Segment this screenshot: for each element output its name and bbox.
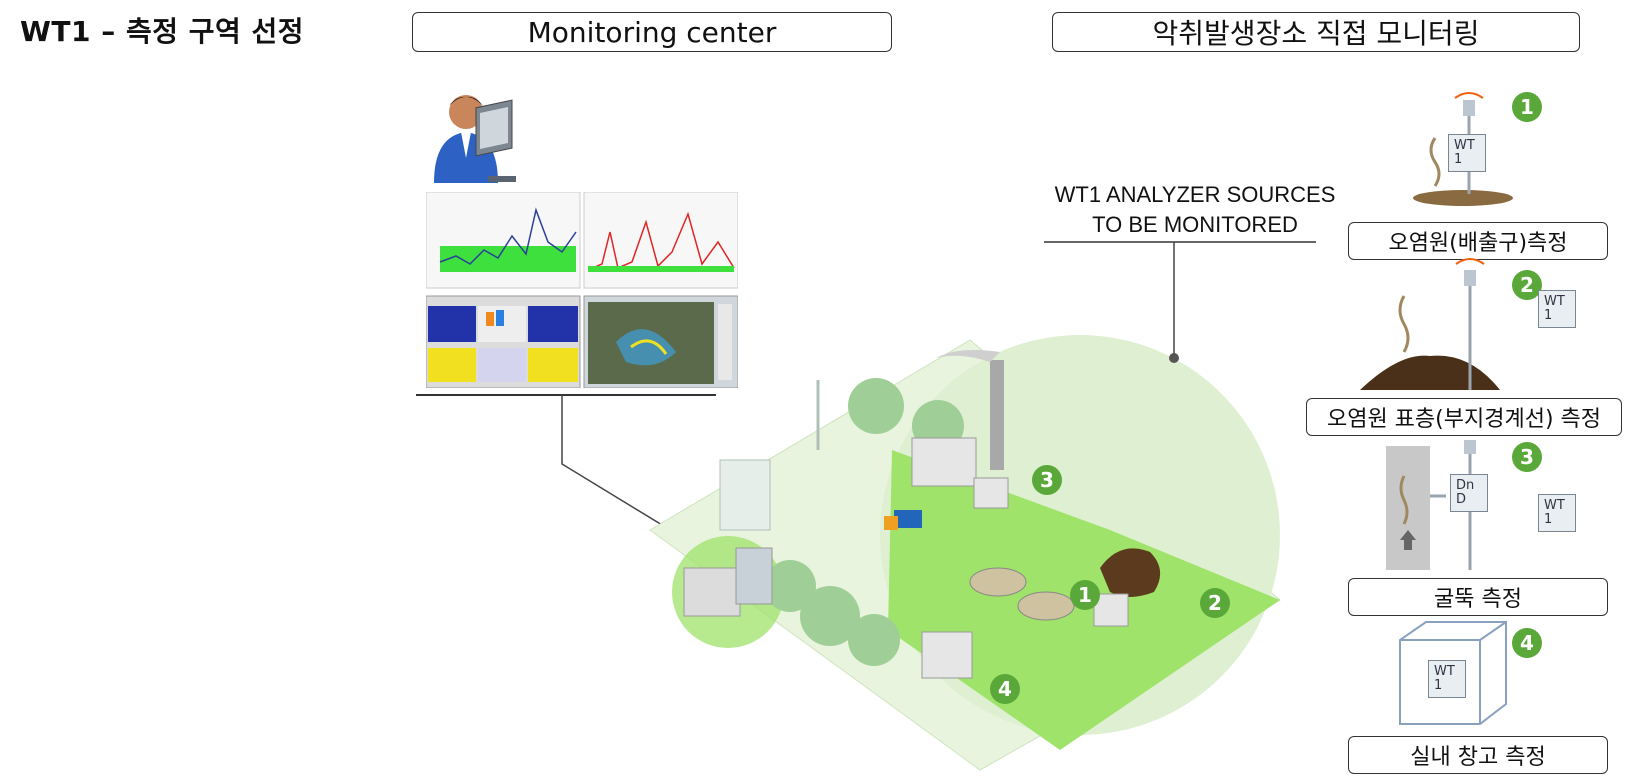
indoor-warehouse-label: 실내 창고 측정 bbox=[1348, 736, 1608, 774]
wt1-device-2: WT 1 bbox=[1538, 290, 1576, 328]
map-marker-2: 2 bbox=[1200, 588, 1230, 618]
wt1-device-1: WT 1 bbox=[1448, 134, 1486, 172]
analyzer-connector-line bbox=[1044, 241, 1316, 363]
page-title: WT1 – 측정 구역 선정 bbox=[20, 15, 305, 48]
analyzer-label-line1: WT1 ANALYZER SOURCES bbox=[1054, 182, 1336, 207]
analyzer-sources-label: WT1 ANALYZER SOURCES TO BE MONITORED bbox=[1020, 180, 1370, 240]
operator-computer-icon bbox=[434, 95, 516, 183]
wt1-device-4: WT 1 bbox=[1428, 660, 1466, 698]
dnd-device: Dn D bbox=[1450, 474, 1488, 512]
map-marker-1: 1 bbox=[1070, 580, 1100, 610]
monitoring-screens-panel bbox=[425, 191, 739, 389]
stack-measurement-illustration bbox=[1386, 440, 1476, 570]
outlet-measurement-label: 오염원(배출구)측정 bbox=[1348, 222, 1608, 260]
map-marker-3: 3 bbox=[1032, 465, 1062, 495]
surface-measurement-illustration bbox=[1360, 258, 1500, 390]
site-illustration bbox=[649, 335, 1281, 771]
site-monitoring-header: 악취발생장소 직접 모니터링 bbox=[1052, 12, 1580, 52]
map-marker-4: 4 bbox=[990, 674, 1020, 704]
point-number-3: 3 bbox=[1512, 442, 1542, 472]
surface-measurement-label: 오염원 표층(부지경계선) 측정 bbox=[1306, 398, 1622, 436]
indoor-warehouse-illustration bbox=[1399, 621, 1507, 725]
monitoring-center-header: Monitoring center bbox=[412, 12, 892, 52]
panel-underline bbox=[416, 394, 716, 396]
analyzer-label-line2: TO BE MONITORED bbox=[1092, 212, 1298, 237]
wt1-device-3: WT 1 bbox=[1538, 494, 1576, 532]
point-number-4: 4 bbox=[1512, 628, 1542, 658]
point-number-1: 1 bbox=[1512, 92, 1542, 122]
stack-measurement-label: 굴뚝 측정 bbox=[1348, 578, 1608, 616]
point-number-2: 2 bbox=[1512, 270, 1542, 300]
